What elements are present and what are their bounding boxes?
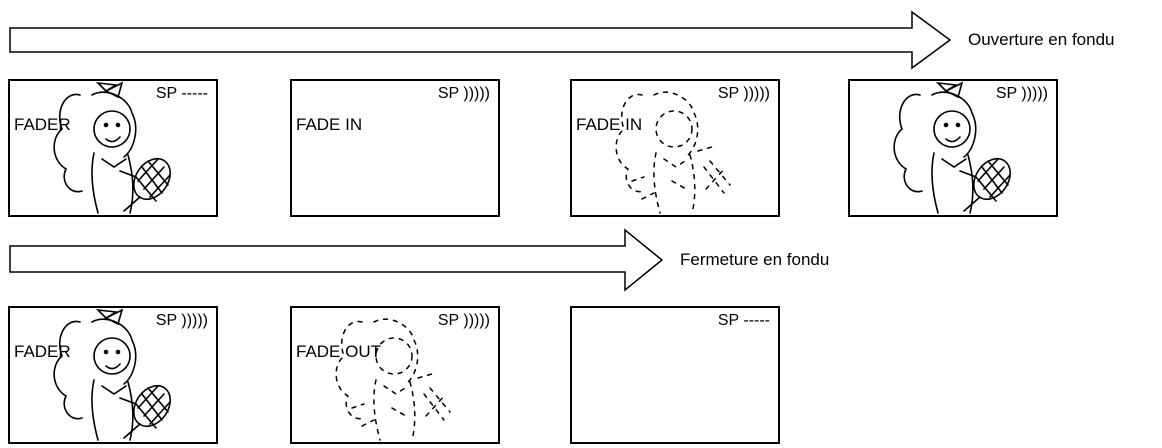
frame-fade-in-dissolve: SP ))))) FADE IN — [570, 79, 780, 217]
fade-out-arrow-shape — [9, 228, 664, 292]
frame-caption: FADE IN — [576, 115, 643, 134]
sp-indicator: SP ))))) — [155, 312, 208, 329]
frame-fader-start: SP ----- FADER — [8, 79, 218, 217]
frame-caption: FADE OUT — [296, 342, 382, 361]
frame-fade-out-blank: SP ----- — [570, 306, 780, 444]
frame-fader-before-out: SP ))))) FADER — [8, 306, 218, 444]
sp-indicator: SP ))))) — [717, 85, 770, 102]
frame-caption: FADE IN — [296, 115, 363, 134]
girl-with-racket-illustration-dissolving — [615, 91, 731, 214]
girl-with-racket-illustration — [53, 81, 171, 214]
frame-caption: FADER — [14, 342, 71, 361]
frame-fade-out-dissolve: SP ))))) FADE OUT — [290, 306, 500, 444]
frame-caption: FADER — [14, 115, 71, 134]
sp-indicator: SP ))))) — [437, 312, 490, 329]
girl-with-racket-illustration — [53, 308, 171, 441]
sp-indicator: SP ----- — [717, 312, 770, 329]
sp-indicator: SP ----- — [155, 85, 208, 102]
fade-out-arrow-label: Fermeture en fondu — [680, 250, 830, 269]
frame-fade-in-complete: SP ))))) — [848, 79, 1058, 217]
girl-with-racket-illustration — [893, 81, 1011, 214]
sp-indicator: SP ))))) — [437, 85, 490, 102]
sp-indicator: SP ))))) — [995, 85, 1048, 102]
frame-fade-in-blank: SP ))))) FADE IN — [290, 79, 500, 217]
fade-in-arrow-label: Ouverture en fondu — [968, 30, 1115, 49]
fade-in-arrow-shape — [9, 10, 952, 70]
girl-with-racket-illustration-dissolving — [335, 318, 451, 441]
